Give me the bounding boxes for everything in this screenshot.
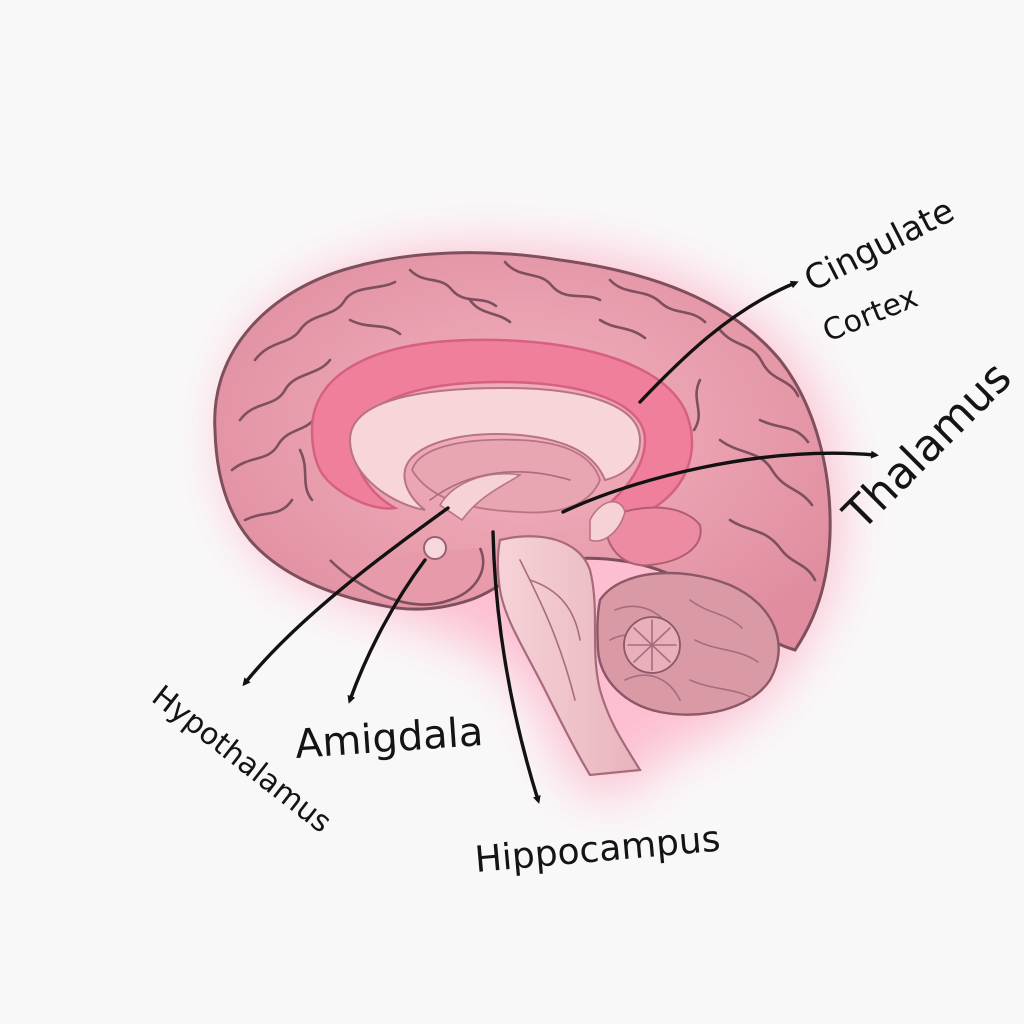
cingulate-label-line1: Cingulate [798,191,961,300]
arrows [242,280,879,804]
amygdala-arrow [347,558,427,704]
thalamus-label: Thalamus [833,352,1022,541]
temporal-lobe [329,547,485,606]
mammillary-body [423,536,447,560]
cingulate-band [310,338,694,520]
cingulate-arrow [638,280,799,404]
fornix [438,473,523,522]
amygdala-label: Amigdala [293,709,484,768]
thalamus-arrow [561,450,879,514]
hypothalamus-arrow [242,506,450,687]
occipital-inner [603,506,702,567]
hippocampus-label: Hippocampus [473,819,722,881]
brainstem [496,535,642,777]
pineal-region [589,500,626,542]
corpus-callosum [348,386,642,511]
cerebellum [596,571,780,716]
hippocampus-arrow [491,530,541,804]
cortex-gyri [230,260,817,582]
